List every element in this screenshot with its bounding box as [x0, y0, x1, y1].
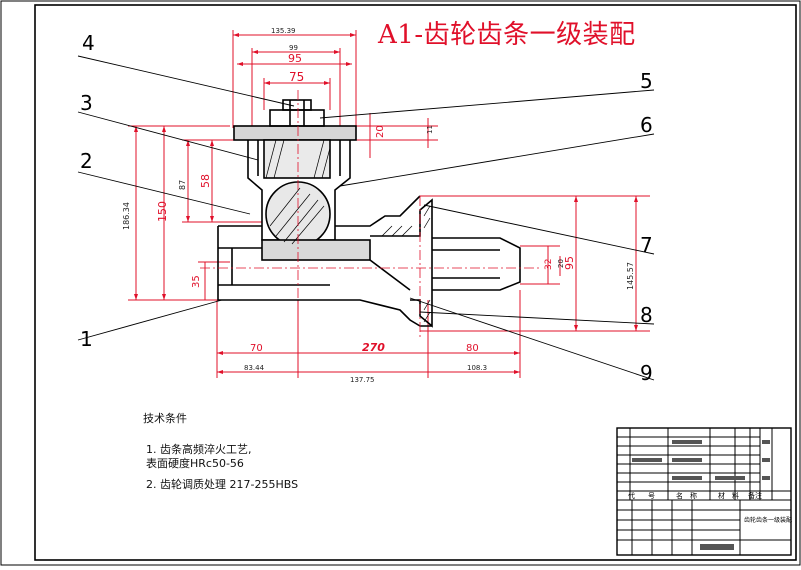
centre-lines [200, 90, 540, 378]
dim-right-95: 95 [563, 256, 576, 270]
dim-bottom-70: 70 [250, 343, 263, 354]
dim-bottom-80: 80 [466, 343, 479, 354]
balloon-9: 9 [640, 361, 653, 385]
dim-top-75: 75 [289, 70, 304, 84]
drawing-title: A1-齿轮齿条一级装配 [378, 20, 636, 50]
requirement-1-line-1: 1. 齿条高频淬火工艺, [146, 443, 252, 456]
requirements-heading: 技术条件 [143, 412, 187, 425]
dimension-lines [128, 30, 650, 378]
tb-name: 名 [676, 491, 683, 500]
tb-name2: 称 [690, 491, 697, 500]
balloon-3: 3 [80, 91, 93, 115]
dim-right-32: 32 [544, 259, 554, 270]
requirement-1-line-2: 表面硬度HRc50-56 [146, 457, 244, 470]
leader-lines [77, 55, 655, 381]
dim-bottom-108: 108.3 [467, 364, 487, 372]
dim-left-87: 87 [178, 180, 187, 190]
dim-bottom-83: 83.44 [244, 364, 265, 372]
housing-outline [217, 99, 521, 328]
dim-bottom-270: 270 [362, 341, 385, 354]
title-block-labels: 代 号 名 称 材 料 备注 齿轮齿条一级装配 [628, 491, 792, 524]
tb-code: 代 [628, 491, 635, 500]
dimension-texts-red: 95 75 20 186.34 150 87 58 35 145.57 95 3… [122, 52, 635, 354]
dim-top-95: 95 [288, 52, 302, 65]
balloon-2: 2 [80, 149, 93, 173]
tb-material2: 料 [732, 491, 739, 500]
title-block-fills [632, 440, 770, 550]
dim-flange-11: 11 [426, 125, 434, 134]
balloon-7: 7 [640, 233, 653, 257]
balloon-8: 8 [640, 303, 653, 327]
dim-flange-20: 20 [375, 125, 386, 138]
balloon-4: 4 [82, 31, 95, 55]
dimension-texts-bottom: 11 83.44 137.75 108.3 [244, 125, 487, 384]
dim-left-186: 186.34 [122, 202, 131, 230]
dim-right-145: 145.57 [626, 262, 635, 290]
dimension-arrows [134, 33, 638, 374]
balloon-6: 6 [640, 113, 653, 137]
balloon-1: 1 [80, 327, 93, 351]
section-hatching [265, 139, 431, 323]
inner-border [34, 4, 797, 561]
dim-left-150: 150 [156, 201, 169, 222]
dim-left-58: 58 [199, 174, 212, 188]
tb-no: 号 [648, 492, 655, 500]
dimension-texts-small: 135.39 99 [271, 27, 298, 52]
dim-left-35: 35 [191, 275, 202, 288]
dim-right-20: 20 [557, 259, 565, 268]
tb-material: 材 [718, 491, 725, 500]
requirement-2: 2. 齿轮调质处理 217-255HBS [146, 478, 299, 491]
tb-note: 备注 [748, 491, 762, 500]
title-block [616, 427, 792, 556]
dim-bottom-137: 137.75 [350, 376, 375, 384]
dim-top-overall: 135.39 [271, 27, 296, 35]
tb-drawing-name: 齿轮齿条一级装配 [744, 516, 792, 524]
part-balloons: 4 3 2 1 5 6 7 8 9 [80, 31, 653, 385]
dim-top-99: 99 [289, 44, 298, 52]
balloon-5: 5 [640, 69, 653, 93]
